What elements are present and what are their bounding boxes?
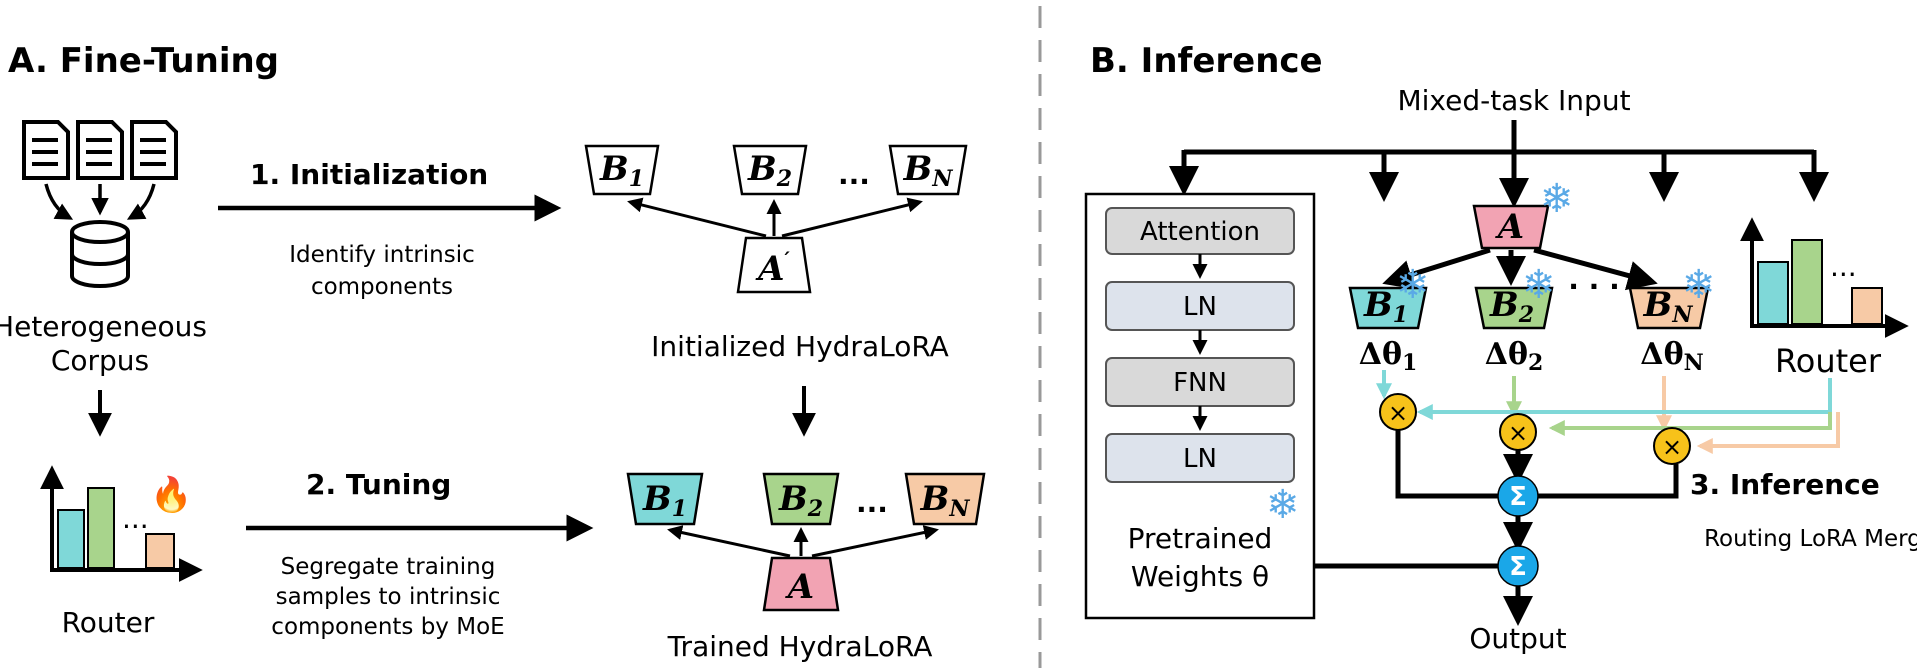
init-branch-arrows — [627, 197, 923, 238]
step2-note-line1: Segregate training — [281, 554, 496, 580]
router-bar-2 — [87, 487, 115, 569]
svg-text:BN: BN — [1643, 285, 1694, 328]
svg-text:BN: BN — [920, 479, 971, 522]
document-to-database-arrows — [44, 183, 156, 220]
trained-dots: ... — [856, 486, 888, 519]
fire-icon: 🔥 — [150, 475, 192, 515]
step2-note-line3: components by MoE — [271, 614, 504, 640]
inference-bn-module: BN — [1628, 285, 1710, 330]
attention-label: Attention — [1140, 217, 1260, 247]
router-b-bar-2 — [1791, 239, 1823, 325]
ln-label-2: LN — [1183, 444, 1217, 474]
svg-text:×: × — [1388, 399, 1408, 427]
init-dots: ... — [838, 158, 870, 191]
svg-text:A: A — [1495, 207, 1524, 247]
step2-note-line2: samples to intrinsic — [276, 584, 501, 610]
sum-node-2: Σ — [1497, 545, 1539, 587]
merge-lines — [1314, 430, 1679, 626]
delta-theta-2: Δθ2 — [1485, 337, 1544, 376]
corpus-label-line1: Heterogeneous — [0, 310, 207, 343]
trained-b2-module: B2 — [762, 472, 840, 526]
delta-theta-1: Δθ1 — [1359, 337, 1418, 376]
svg-text:B1: B1 — [599, 149, 644, 192]
svg-text:Σ: Σ — [1509, 552, 1527, 582]
router-dots: ... — [122, 502, 149, 535]
pretrained-label-line2: Weights θ — [1131, 560, 1269, 593]
delta-theta-n: ΔθN — [1640, 337, 1703, 376]
multiply-node-n: × — [1653, 427, 1691, 465]
bn-snowflake-icon: ❄ — [1682, 262, 1716, 308]
a-snowflake-icon: ❄ — [1540, 176, 1574, 222]
ln-label-1: LN — [1183, 292, 1217, 322]
step3-note: Routing LoRA Merge — [1704, 526, 1917, 552]
b1-snowflake-icon: ❄ — [1396, 262, 1430, 308]
init-caption: Initialized HydraLoRA — [651, 330, 949, 363]
trained-branch-arrows — [667, 525, 939, 558]
router-bar-n — [145, 533, 175, 569]
router-b-bar-n — [1851, 287, 1883, 325]
init-b1-module: B1 — [584, 144, 660, 196]
trained-bn-module: BN — [904, 472, 986, 526]
svg-text:B2: B2 — [1489, 285, 1534, 328]
step3-label: 3. Inference — [1690, 468, 1880, 501]
output-label: Output — [1469, 622, 1566, 655]
svg-text:B1: B1 — [1363, 285, 1408, 328]
step1-note-line2: components — [311, 274, 453, 300]
trained-a-module: A — [762, 556, 840, 612]
pretrained-label-line1: Pretrained — [1128, 522, 1273, 555]
sum-node-1: Σ — [1497, 475, 1539, 517]
inference-a-module: A — [1472, 204, 1550, 250]
ln-module-2 — [1105, 433, 1295, 483]
router-label-b: Router — [1775, 342, 1882, 380]
database-icon — [70, 220, 130, 288]
document-icon — [130, 120, 178, 180]
svg-text:B2: B2 — [778, 479, 823, 522]
multiply-node-1: × — [1379, 393, 1417, 431]
routing-weight-lines — [1376, 370, 1840, 454]
router-chart: ... — [40, 465, 203, 582]
init-b2-module: B2 — [732, 144, 808, 196]
svg-text:×: × — [1508, 419, 1528, 447]
router-label-a: Router — [62, 606, 155, 639]
init-bn-module: BN — [888, 144, 968, 196]
router-bar-1 — [57, 509, 85, 569]
mixed-input-label: Mixed-task Input — [1397, 84, 1630, 117]
input-distribution — [1169, 120, 1829, 208]
document-icon — [76, 120, 124, 180]
svg-text:B1: B1 — [642, 479, 687, 522]
document-icon — [22, 120, 70, 180]
inference-b1-module: B1 — [1348, 285, 1428, 330]
inference-b2-module: B2 — [1474, 285, 1554, 330]
router-chart-b: ... — [1740, 217, 1909, 338]
multiply-node-2: × — [1499, 413, 1537, 451]
trained-b1-module: B1 — [626, 472, 704, 526]
svg-text:Σ: Σ — [1509, 482, 1527, 512]
init-a-prime-module: A′ — [736, 236, 812, 294]
fnn-label: FNN — [1173, 368, 1227, 398]
router-b-dots: ... — [1830, 250, 1857, 283]
trained-caption: Trained HydraLoRA — [667, 630, 933, 663]
panel-a-title: A. Fine-Tuning — [8, 41, 279, 81]
inference-dots: · · · — [1568, 270, 1619, 303]
step1-label: 1. Initialization — [250, 158, 488, 191]
svg-text:A: A — [785, 567, 814, 607]
svg-text:×: × — [1662, 433, 1682, 461]
svg-text:A′: A′ — [755, 247, 790, 289]
step2-label: 2. Tuning — [306, 468, 451, 501]
svg-text:B2: B2 — [747, 149, 792, 192]
pretrained-snowflake-icon: ❄ — [1266, 482, 1300, 528]
corpus-label-line2: Corpus — [51, 344, 149, 377]
panel-b-title: B. Inference — [1090, 41, 1323, 81]
b2-snowflake-icon: ❄ — [1522, 262, 1556, 308]
svg-text:BN: BN — [903, 149, 954, 192]
router-b-bar-1 — [1757, 261, 1789, 325]
step1-note-line1: Identify intrinsic — [289, 242, 475, 268]
inference-branch-arrows — [1382, 247, 1658, 291]
